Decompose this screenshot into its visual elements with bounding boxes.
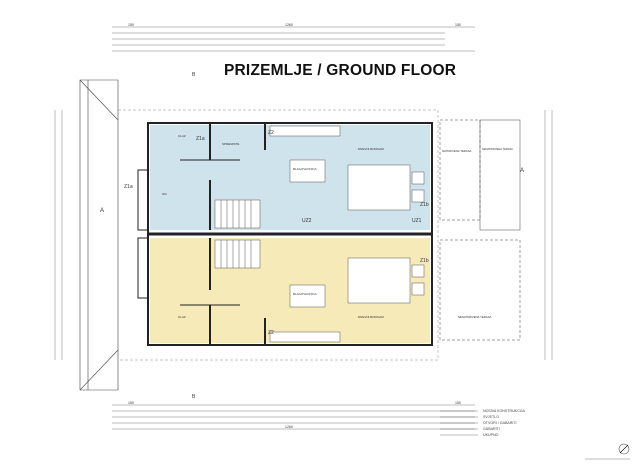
room-label-open-terrace-lower: NENATKRIVENA TERASA <box>458 315 491 319</box>
section-marker-b-bottom: B <box>192 394 196 400</box>
room-label-dining-lower: BLAGOVAONICA <box>293 292 317 296</box>
left-ramp <box>79 79 119 391</box>
dining-tables <box>289 159 326 308</box>
legend-lines <box>440 410 630 460</box>
top-dimension-lines <box>112 26 475 52</box>
room-label-dining-upper: BLAGOVAONICA <box>293 167 317 171</box>
dim-bottom-left: 150 <box>128 401 134 405</box>
living-furniture <box>347 164 425 304</box>
room-label-storage: SPREMISTE <box>222 142 239 146</box>
room-label-entrance-lower: ULAZ <box>178 315 186 319</box>
dim-top-total: 1260 <box>285 23 293 27</box>
room-label-entrance-upper: ULAZ <box>178 134 186 138</box>
section-marker-a-right: A <box>520 168 524 174</box>
dim-bottom-right: 150 <box>455 401 461 405</box>
legend-item: SVJETLO <box>483 415 499 419</box>
marker-z1b-lower: Z1b <box>420 258 429 264</box>
north-arrow-icon <box>618 443 630 455</box>
page-title: PRIZEMLJE / GROUND FLOOR <box>224 62 457 79</box>
plot-outline <box>117 109 439 361</box>
legend-item: NOSIVA KONSTRUKCIJA <box>483 409 525 413</box>
stairs <box>214 199 261 269</box>
terraces <box>439 119 521 341</box>
section-marker-a-left: A <box>100 208 104 214</box>
dim-top-right: 150 <box>455 23 461 27</box>
kitchen-counters <box>269 125 341 343</box>
marker-z1b-upper: Z1b <box>420 202 429 208</box>
marker-uz1: UZ1 <box>412 218 422 224</box>
marker-z1a-upper: Z1a <box>196 136 205 142</box>
dim-top-left: 150 <box>128 23 134 27</box>
legend-item: UKUPNO <box>483 433 499 437</box>
dim-bottom-total: 1260 <box>285 425 293 429</box>
legend-item: OTVORI / GABARITI <box>483 421 517 425</box>
room-label-living-lower: DNEVNI BORAVAK <box>358 315 384 319</box>
section-marker-b-top: B <box>192 72 196 78</box>
marker-z2-lower: Z2 <box>268 330 274 336</box>
marker-uz2: UZ2 <box>302 218 312 224</box>
room-label-open-terrace-upper: NENATKRIVENA TERASA <box>482 147 513 151</box>
room-label-wc: WC <box>162 192 168 196</box>
room-label-covered-terrace: NATKRIVENA TERASA <box>442 149 472 153</box>
marker-z2-upper: Z2 <box>268 130 274 136</box>
room-label-living-upper: DNEVNI BORAVAK <box>358 147 384 151</box>
marker-z1a-lower: Z1a <box>124 184 133 190</box>
walls <box>137 122 433 346</box>
side-dimension-lines <box>54 110 553 360</box>
legend-item: GABARITI <box>483 427 500 431</box>
bottom-dimension-lines <box>112 404 475 430</box>
